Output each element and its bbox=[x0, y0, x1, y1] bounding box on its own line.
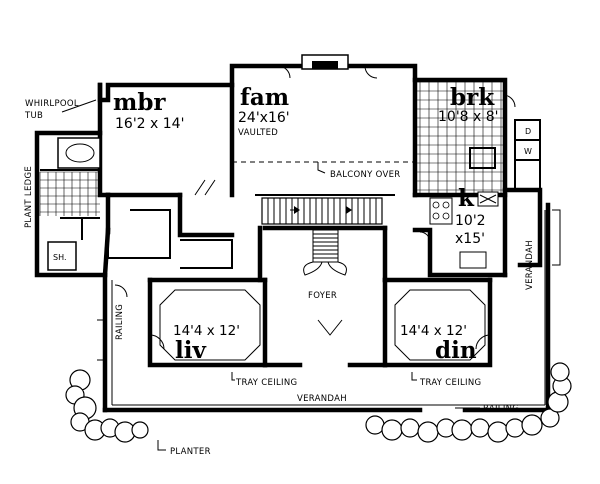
whirlpool-tub bbox=[57, 137, 101, 169]
brk-name: brk bbox=[450, 84, 495, 111]
k-dim2: x15' bbox=[455, 231, 485, 247]
balcony-over-label: BALCONY OVER bbox=[330, 170, 401, 180]
staircase bbox=[261, 197, 383, 276]
fam-name: fam bbox=[240, 84, 289, 111]
din-name: din bbox=[435, 337, 477, 364]
washer-label: W bbox=[524, 147, 532, 156]
kitchen-fixtures bbox=[429, 191, 499, 269]
mbr-dim: 16'2 x 14' bbox=[115, 116, 184, 132]
foyer-label: FOYER bbox=[308, 291, 337, 301]
planter-label: PLANTER bbox=[170, 447, 211, 457]
brk-tile bbox=[417, 81, 505, 195]
k-dim1: 10'2 bbox=[455, 213, 486, 229]
plant-ledge-label: PLANT LEDGE bbox=[24, 166, 34, 228]
liv-name: liv bbox=[175, 337, 206, 364]
din-dim: 14'4 x 12' bbox=[400, 323, 467, 339]
dryer-label: D bbox=[525, 127, 531, 136]
fam-vaulted: VAULTED bbox=[238, 128, 278, 138]
fam-dim: 24'x16' bbox=[238, 110, 290, 126]
whirlpool-label-1: WHIRLPOOL bbox=[25, 99, 79, 109]
brk-dim: 10'8 x 8' bbox=[438, 109, 499, 125]
shower-label: SH. bbox=[53, 253, 67, 262]
k-name: k bbox=[458, 185, 475, 212]
shower: SH. bbox=[47, 241, 77, 271]
planter-shrubs bbox=[65, 362, 572, 443]
bath-tile bbox=[39, 171, 100, 216]
liv-dim: 14'4 x 12' bbox=[173, 323, 240, 339]
railing-left-label: RAILING bbox=[115, 304, 125, 340]
railing-right-label: RAILING bbox=[483, 404, 519, 414]
fireplace bbox=[301, 54, 349, 70]
whirlpool-label-2: TUB bbox=[24, 111, 43, 121]
interior-walls bbox=[40, 77, 541, 368]
mbr-name: mbr bbox=[113, 89, 166, 116]
tray-ceiling-liv-label: TRAY CEILING bbox=[235, 378, 297, 388]
door-swings bbox=[114, 65, 516, 350]
tray-ceilings bbox=[159, 289, 486, 361]
tray-ceiling-din-label: TRAY CEILING bbox=[419, 378, 481, 388]
verandah-bottom-label: VERANDAH bbox=[297, 394, 347, 404]
verandah-right-label: VERANDAH bbox=[525, 240, 535, 290]
verandah-railing bbox=[97, 209, 561, 406]
